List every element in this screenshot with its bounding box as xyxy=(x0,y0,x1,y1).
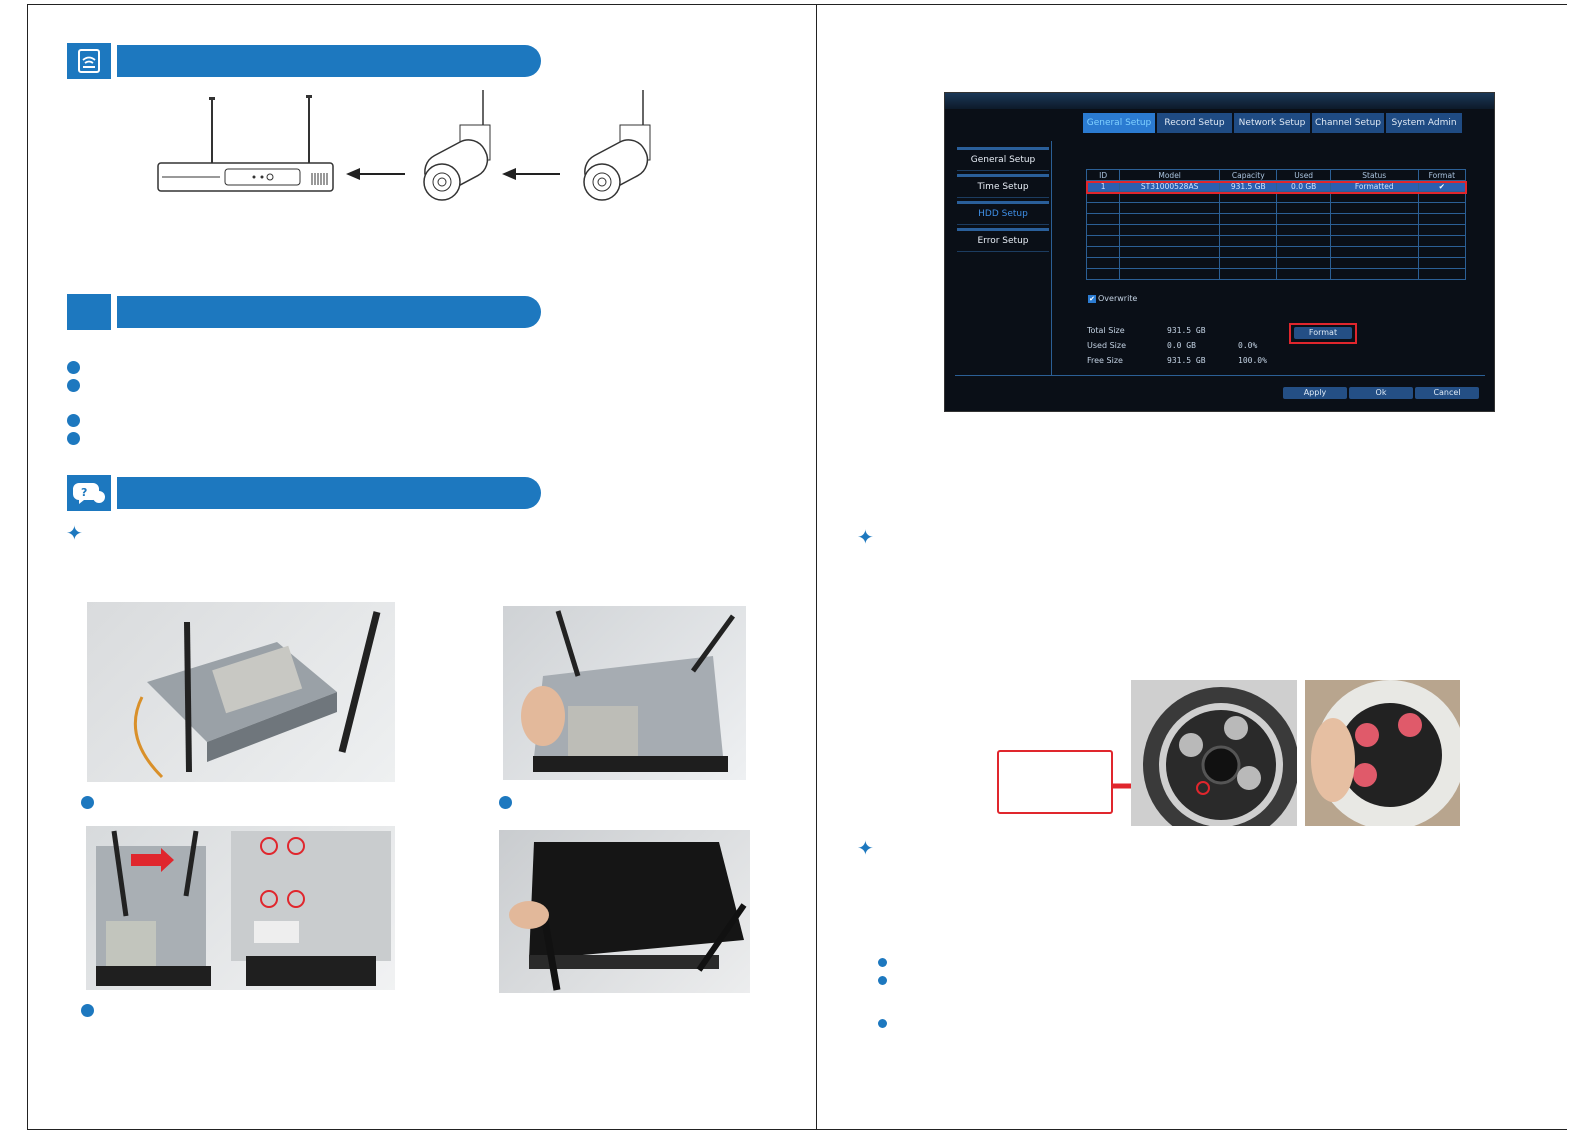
col-used: Used xyxy=(1276,169,1331,181)
header-chevron xyxy=(111,475,119,511)
svg-text:?: ? xyxy=(81,486,87,499)
total-size-value: 931.5 GB xyxy=(1167,326,1206,335)
bullet-dot xyxy=(81,796,94,809)
table-row xyxy=(1085,246,1467,258)
apply-button[interactable]: Apply xyxy=(1283,387,1347,399)
callout-box xyxy=(997,750,1113,814)
table-header-row: ID Model Capacity Used Status Format xyxy=(1085,169,1467,181)
tab-channel-setup[interactable]: Channel Setup xyxy=(1312,113,1384,133)
col-format: Format xyxy=(1417,169,1467,181)
question-bubble-icon: ? xyxy=(67,475,111,511)
sidebar-item-time-setup[interactable]: Time Setup xyxy=(957,174,1049,198)
dvr-top-strip xyxy=(945,93,1494,109)
sidebar-item-error-setup[interactable]: Error Setup xyxy=(957,228,1049,252)
header-chevron xyxy=(111,294,119,330)
bullet-dot xyxy=(499,796,512,809)
sidebar-item-hdd-setup[interactable]: HDD Setup xyxy=(957,201,1049,225)
section-header-bar xyxy=(117,296,541,328)
table-row xyxy=(1085,224,1467,236)
bullet-dot xyxy=(878,1019,887,1028)
col-status: Status xyxy=(1329,169,1419,181)
used-size-label: Used Size xyxy=(1087,341,1126,350)
photo-connect-hdd-cable xyxy=(503,606,746,780)
format-button[interactable]: Format xyxy=(1294,327,1352,339)
photo-open-nvr-hdd xyxy=(87,602,395,782)
table-row[interactable]: 1 ST31000528AS 931.5 GB 0.0 GB Formatted… xyxy=(1085,180,1467,192)
col-model: Model xyxy=(1119,169,1221,181)
free-size-label: Free Size xyxy=(1087,356,1123,365)
bullet-dot xyxy=(878,958,887,967)
bullet-dot xyxy=(878,976,887,985)
bullet-dot xyxy=(67,379,80,392)
dvr-hdd-setup-screen: General Setup Record Setup Network Setup… xyxy=(944,92,1495,412)
left-page-frame xyxy=(27,4,817,1130)
photo-camera-lens-covered xyxy=(1305,680,1460,826)
table-row xyxy=(1085,235,1467,247)
free-size-value: 931.5 GB xyxy=(1167,356,1206,365)
bullet-dot xyxy=(81,1004,94,1017)
total-size-label: Total Size xyxy=(1087,326,1125,335)
section-header-bar xyxy=(117,45,541,77)
header-chevron xyxy=(111,43,119,79)
photo-close-nvr-cover xyxy=(499,830,750,993)
wifi-router-icon xyxy=(67,43,111,79)
tab-system-admin[interactable]: System Admin xyxy=(1386,113,1462,133)
tab-general-setup[interactable]: General Setup xyxy=(1083,113,1155,133)
used-size-pct: 0.0% xyxy=(1238,341,1258,350)
table-row xyxy=(1085,213,1467,225)
ok-button[interactable]: Ok xyxy=(1349,387,1413,399)
row-highlight-box xyxy=(1086,181,1467,194)
tab-network-setup[interactable]: Network Setup xyxy=(1234,113,1310,133)
format-button-highlight xyxy=(1289,323,1357,344)
right-page-frame xyxy=(816,4,1567,1130)
footer-divider xyxy=(955,375,1485,376)
sparkle-icon: ✦ xyxy=(66,521,83,545)
col-capacity: Capacity xyxy=(1219,169,1278,181)
wireless-relay-diagram xyxy=(157,90,651,201)
free-size-pct: 100.0% xyxy=(1238,356,1267,365)
col-id: ID xyxy=(1085,169,1121,181)
overwrite-label: Overwrite xyxy=(1098,294,1138,303)
sparkle-icon: ✦ xyxy=(857,836,874,860)
section-icon-box xyxy=(67,294,111,330)
table-row xyxy=(1085,202,1467,214)
section-header-bar xyxy=(117,477,541,509)
bullet-dot xyxy=(67,361,80,374)
table-row xyxy=(1085,268,1467,280)
sidebar-divider xyxy=(1051,141,1052,375)
table-row xyxy=(1085,257,1467,269)
cancel-button[interactable]: Cancel xyxy=(1415,387,1479,399)
overwrite-checkbox[interactable]: ✔ xyxy=(1088,295,1096,303)
bullet-dot xyxy=(67,414,80,427)
used-size-value: 0.0 GB xyxy=(1167,341,1196,350)
tab-record-setup[interactable]: Record Setup xyxy=(1157,113,1232,133)
sidebar-item-general-setup[interactable]: General Setup xyxy=(957,147,1049,171)
sparkle-icon: ✦ xyxy=(857,525,874,549)
bullet-dot xyxy=(67,432,80,445)
photo-camera-lens-front xyxy=(1131,680,1297,826)
photo-screw-hdd-bottom xyxy=(86,826,395,990)
